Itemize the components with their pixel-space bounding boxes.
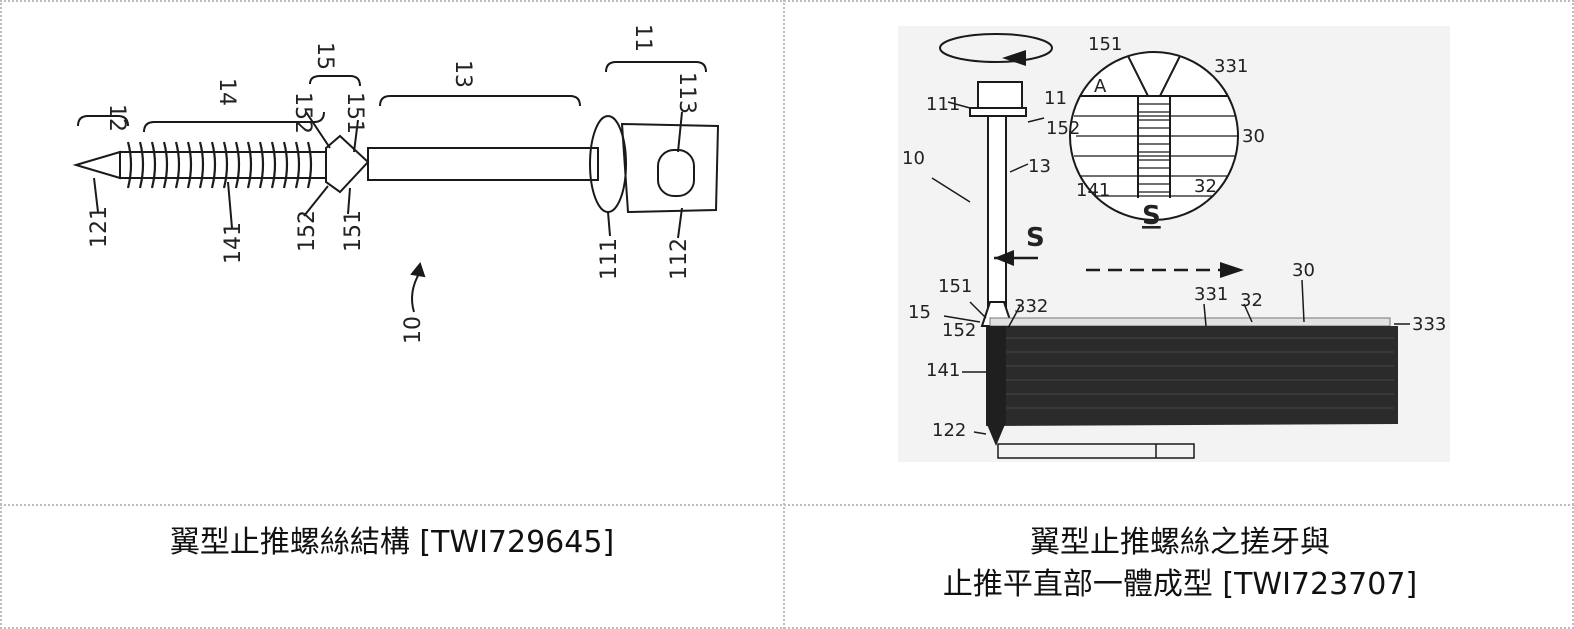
workpiece-body xyxy=(986,326,1398,426)
label-111: 111 xyxy=(926,94,960,115)
detail-label-32: 32 xyxy=(1194,176,1217,197)
screw-threads xyxy=(120,152,326,178)
label-11: 11 xyxy=(1044,88,1067,109)
right-caption-line2: 止推平直部一體成型 [TWI723707] xyxy=(860,564,1500,606)
detail-label-A: A xyxy=(1094,76,1107,97)
label-332: 332 xyxy=(1014,296,1048,317)
label-112: 112 xyxy=(667,238,692,280)
detail-label-151: 151 xyxy=(1088,34,1122,55)
label-113: 113 xyxy=(674,72,699,114)
right-caption-line1: 翼型止推螺絲之搓牙與 xyxy=(860,522,1500,564)
label-10: 10 xyxy=(902,148,925,169)
label-121: 121 xyxy=(87,206,112,248)
screw-threads-inside xyxy=(986,326,1006,446)
workpiece-base xyxy=(998,444,1194,458)
detail-label-152: 152 xyxy=(1046,118,1080,139)
rotation-arrowhead xyxy=(1002,50,1026,66)
bracket-15 xyxy=(310,76,360,86)
right-figure-cell: 111 11 10 13 S 151 15 152 332 331 32 30 … xyxy=(898,26,1450,462)
screw-flange xyxy=(970,108,1026,116)
label-11: 11 xyxy=(630,24,655,52)
label-333: 333 xyxy=(1412,314,1446,335)
rotation-ellipse xyxy=(940,34,1052,62)
label-15: 15 xyxy=(312,42,337,70)
screw-head xyxy=(622,124,718,212)
screw-install-drawing: 111 11 10 13 S 151 15 152 332 331 32 30 … xyxy=(898,26,1450,462)
label-13: 13 xyxy=(450,60,475,88)
label-15: 15 xyxy=(908,302,931,323)
label-151-bottom: 151 xyxy=(341,210,366,252)
label-111: 111 xyxy=(597,238,622,280)
label-152-top: 152 xyxy=(290,92,315,134)
screw-hole xyxy=(658,150,694,196)
label-32: 32 xyxy=(1240,290,1263,311)
label-141: 141 xyxy=(926,360,960,381)
right-caption: 翼型止推螺絲之搓牙與 止推平直部一體成型 [TWI723707] xyxy=(860,522,1500,606)
label-section-S: S xyxy=(1026,223,1045,253)
screw-drawing: 12 14 15 13 11 152 151 113 121 141 152 1… xyxy=(2,2,782,502)
screw-wing xyxy=(326,136,368,192)
bracket-11 xyxy=(606,62,706,72)
label-152-bottom: 152 xyxy=(295,210,320,252)
grid-divider-horizontal xyxy=(0,504,1574,506)
detail-label-141: 141 xyxy=(1076,180,1110,201)
grid-divider-vertical xyxy=(783,0,785,629)
label-152: 152 xyxy=(942,320,976,341)
screw-shank xyxy=(988,116,1006,310)
label-30: 30 xyxy=(1292,260,1315,281)
label-141: 141 xyxy=(221,222,246,264)
detail-label-S: S xyxy=(1142,201,1161,231)
label-151: 151 xyxy=(938,276,972,297)
screw-head-box xyxy=(978,82,1022,108)
screw-flange xyxy=(590,116,626,212)
arrow-10 xyxy=(412,272,420,312)
label-151-top: 151 xyxy=(342,92,367,134)
label-13: 13 xyxy=(1028,156,1051,177)
detail-label-331: 331 xyxy=(1214,56,1248,77)
left-caption-text: 翼型止推螺絲結構 [TWI729645] xyxy=(170,525,614,560)
left-caption: 翼型止推螺絲結構 [TWI729645] xyxy=(2,522,782,564)
label-12: 12 xyxy=(104,104,129,132)
label-10: 10 xyxy=(401,316,426,344)
label-122: 122 xyxy=(932,420,966,441)
screw-tip xyxy=(76,152,120,178)
label-14: 14 xyxy=(214,78,239,106)
workpiece-top xyxy=(990,318,1390,326)
left-figure-cell: 12 14 15 13 11 152 151 113 121 141 152 1… xyxy=(2,2,782,502)
detail-label-30: 30 xyxy=(1242,126,1265,147)
screw-shank xyxy=(368,148,598,180)
bracket-13 xyxy=(380,96,580,106)
label-331: 331 xyxy=(1194,284,1228,305)
